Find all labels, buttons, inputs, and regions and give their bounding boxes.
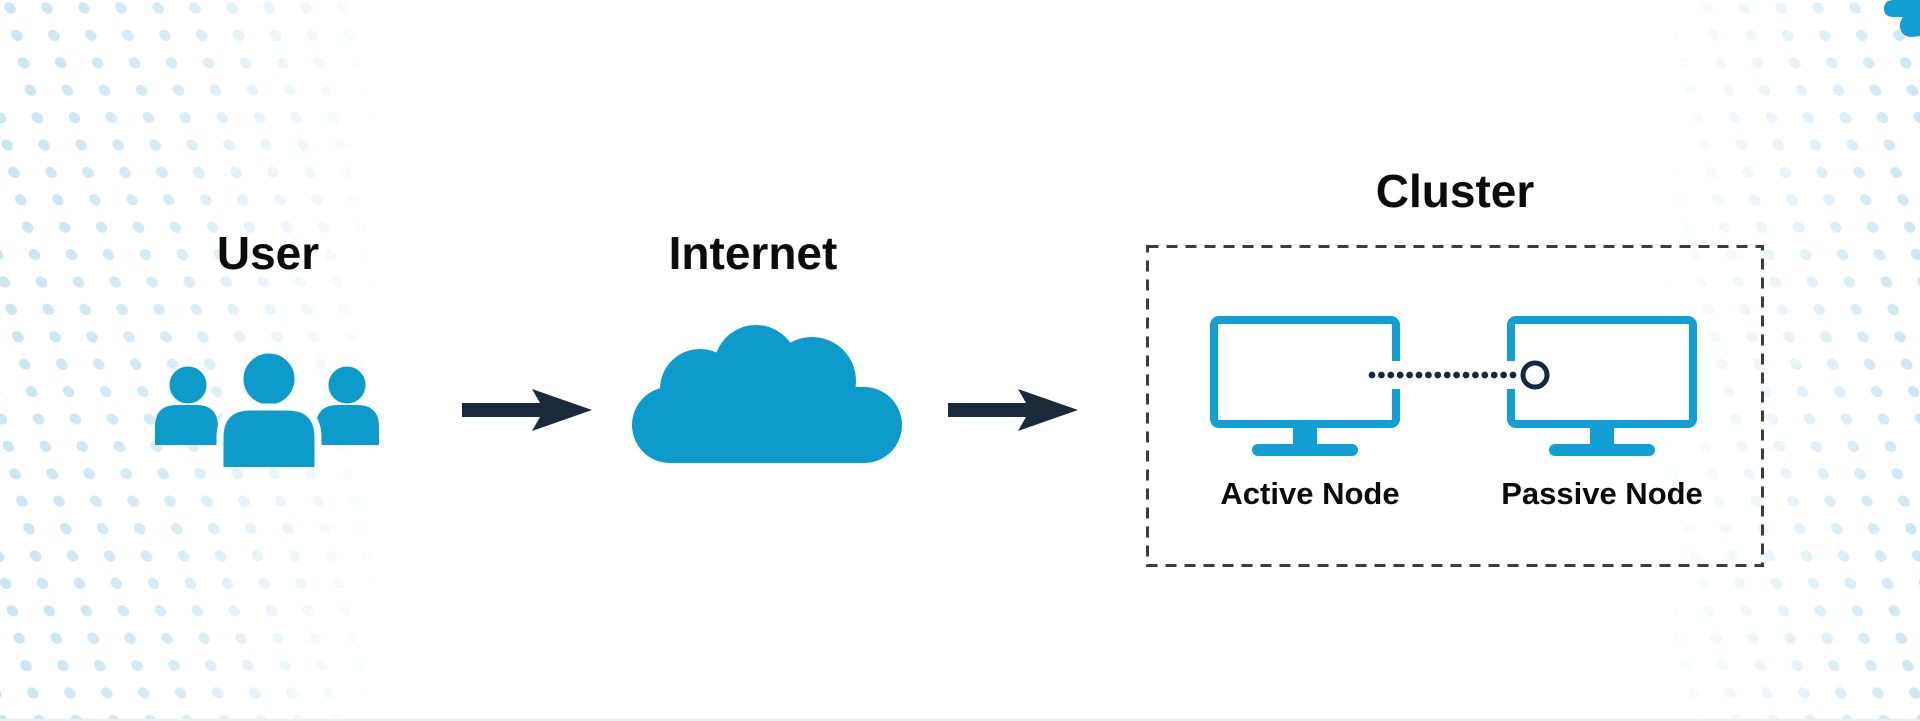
arrow-shape [462, 389, 592, 431]
user-body-right [316, 405, 379, 445]
user-title: User [216, 227, 320, 279]
cluster-dashed-box [1146, 245, 1764, 567]
corner-gear-icon [1884, 0, 1920, 37]
dot-pattern-right [1660, 0, 1920, 721]
monitor-base [1252, 444, 1358, 456]
arrow-shape [948, 389, 1078, 431]
user-head-left [166, 363, 210, 407]
arrow-right-icon-2 [948, 389, 1078, 431]
cluster-border [1146, 245, 1764, 567]
user-body-center [216, 403, 322, 467]
monitor-base [1549, 444, 1655, 456]
user-body-left [155, 405, 218, 445]
cloud-icon [632, 325, 902, 463]
arrow-right-icon-1 [462, 389, 592, 431]
users-group-icon [155, 350, 379, 467]
active-node-label: Active Node [1220, 476, 1400, 511]
bottom-edge-line [0, 719, 1920, 721]
connector-endpoint-circle [1520, 360, 1550, 390]
monitor-stand [1293, 424, 1317, 446]
user-head-center [236, 350, 302, 412]
user-head-right [325, 363, 369, 407]
passive-node-label: Passive Node [1501, 476, 1703, 511]
monitor-stand [1590, 424, 1614, 446]
cluster-title: Cluster [1375, 165, 1535, 217]
internet-title: Internet [668, 227, 838, 279]
gear-fragment-shape [1884, 0, 1920, 37]
dot-pattern-left [0, 0, 380, 721]
cluster-nodes-graphic [1210, 316, 1697, 456]
monitor-icon-active [1210, 316, 1400, 456]
